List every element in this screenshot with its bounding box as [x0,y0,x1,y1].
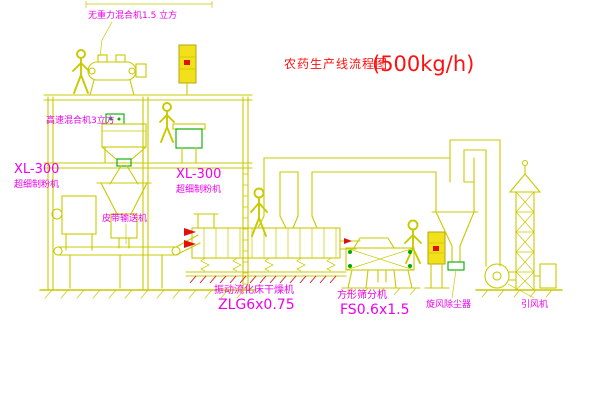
worker-figure-ground [250,187,268,237]
flow-arrows [184,228,352,248]
exhaust-duct [263,157,451,183]
ground-hatch [44,289,245,299]
control-cabinet-2 [424,231,450,289]
gravity-mixer-machine [85,21,147,96]
stack-bracing [515,191,535,291]
label-dryer-model: ZLG6x0.75 [218,297,295,313]
dimension-line [85,1,213,8]
label-sieve-model: FS0.6x1.5 [340,302,410,318]
label-gravity-mixer: 无重力混合机1.5 立方 [88,9,177,21]
building-frame [39,94,257,299]
label-cyclone: 旋风除尘器 [426,298,471,310]
worker-figure-sieve [404,219,422,264]
fan-base-hatch [481,289,553,298]
label-mill-right-name: 超细制粉机 [176,183,221,195]
dryer-springs [200,257,336,272]
label-dryer-name: 振动流化床干燥机 [214,283,294,296]
worker-figure-floor2 [159,102,175,143]
control-cabinet-1 [178,44,197,96]
ladder [242,173,249,285]
label-mill-left-name: 超细制粉机 [14,178,59,190]
label-sieve-name: 方形筛分机 [337,288,387,301]
worker-figure-roof [72,49,90,94]
mill-machine-left [51,195,97,251]
exhaust-stack [508,159,542,291]
mill-machine-right [172,123,206,164]
ground-hopper [96,182,152,249]
label-leaders [451,269,535,299]
label-belt-conveyor: 皮带输送机 [102,212,147,224]
dryer-ribs [203,228,337,258]
high-speed-mixer-machine [101,113,147,185]
label-fan: 引风机 [521,298,548,310]
sieve-base-hatch [345,287,417,296]
label-high-speed-mixer: 高速混合机3立方 [46,114,115,126]
dryer-base-hatch [189,275,337,284]
page-title: 农药生产线流程图 [284,56,388,71]
label-mill-right-model: XL-300 [176,167,221,182]
label-mill-left-model: XL-300 [14,162,59,177]
page-title-capacity: (500kg/h) [372,52,474,76]
cyclone-machine [431,139,501,271]
sieve-machine [341,237,421,296]
